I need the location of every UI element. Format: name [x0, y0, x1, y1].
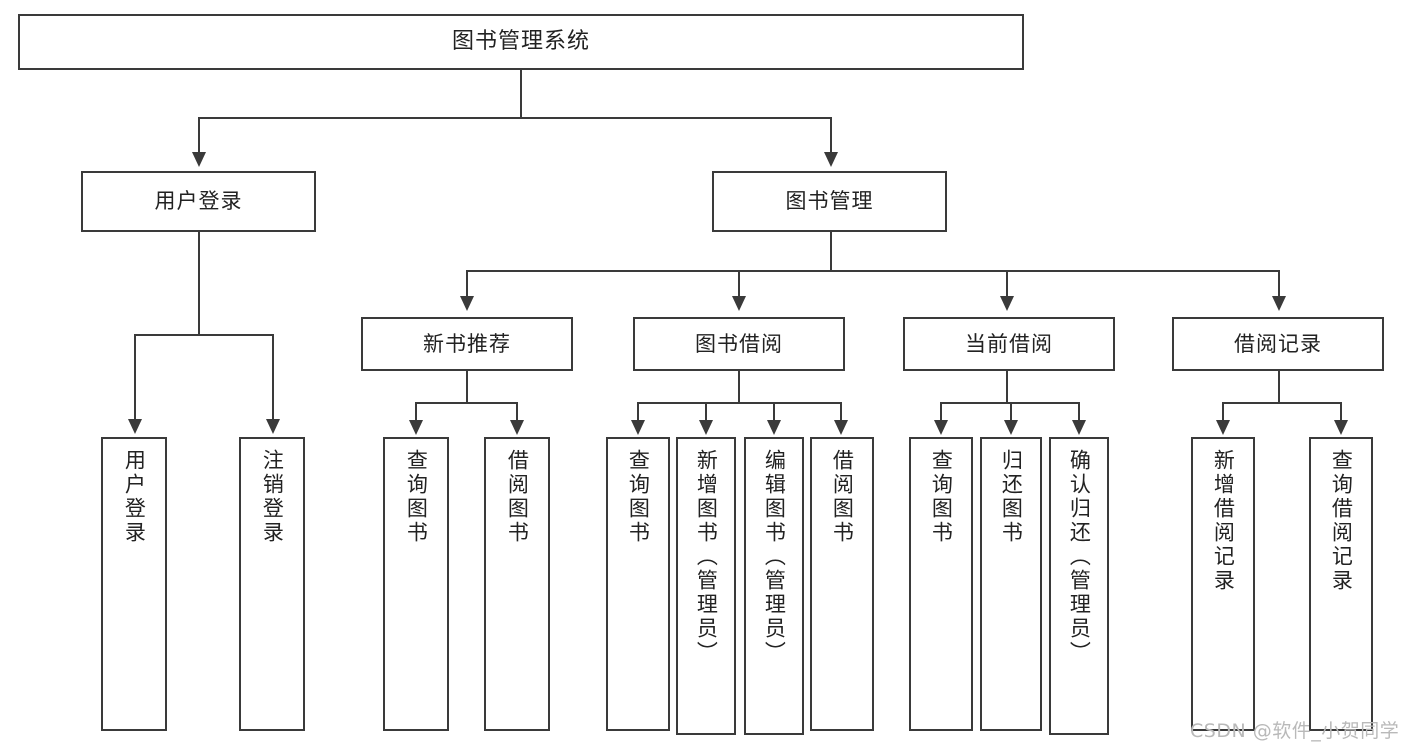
- arrow-bb-to-borrow-book: [834, 420, 848, 435]
- arrow-br-to-query-record: [1334, 420, 1348, 435]
- node-leaf-query-record[interactable]: 查询借阅记录: [1309, 437, 1373, 731]
- arrow-root-to-book-management: [824, 152, 838, 167]
- node-leaf-confirm-return-label: 确认归还（管理员）: [1067, 449, 1092, 665]
- node-book-management-label: 图书管理: [785, 189, 874, 214]
- connector-br-to-query-record: [1340, 402, 1342, 422]
- connector-nbr-to-borrow-book: [516, 402, 518, 422]
- node-leaf-confirm-return[interactable]: 确认归还（管理员）: [1049, 437, 1109, 735]
- node-leaf-logout[interactable]: 注销登录: [239, 437, 305, 731]
- connector-br-stem: [1278, 371, 1280, 404]
- node-root[interactable]: 图书管理系统: [18, 14, 1024, 70]
- arrow-nbr-to-borrow-book: [510, 420, 524, 435]
- node-leaf-query-book-1-label: 查询图书: [404, 449, 429, 545]
- arrow-bb-to-add-book: [699, 420, 713, 435]
- node-book-borrow-label: 图书借阅: [695, 331, 783, 356]
- connector-br-to-add-record: [1222, 402, 1224, 422]
- node-book-borrow[interactable]: 图书借阅: [633, 317, 845, 371]
- connector-nbr-stem: [466, 371, 468, 404]
- connector-cb-to-return-book: [1010, 402, 1012, 422]
- arrow-cb-to-query-book: [934, 420, 948, 435]
- connector-bm-to-new-book-recommend: [466, 270, 468, 298]
- arrow-user-login-to-leaf-logout: [266, 419, 280, 434]
- node-leaf-add-record-label: 新增借阅记录: [1211, 449, 1236, 593]
- connector-root-to-book-management: [830, 117, 832, 154]
- node-leaf-borrow-book-2-label: 借阅图书: [830, 449, 855, 545]
- connector-book-management-bus: [466, 270, 1280, 272]
- node-book-management[interactable]: 图书管理: [712, 171, 947, 232]
- connector-bm-to-book-borrow: [738, 270, 740, 298]
- connector-cb-to-query-book: [940, 402, 942, 422]
- arrow-bm-to-borrow-record: [1272, 296, 1286, 311]
- csdn-watermark: CSDN @软件_小贺同学: [1190, 720, 1400, 742]
- connector-nbr-bus: [415, 402, 518, 404]
- node-leaf-borrow-book-2[interactable]: 借阅图书: [810, 437, 874, 731]
- connector-bb-to-query-book: [637, 402, 639, 422]
- node-leaf-query-book-1[interactable]: 查询图书: [383, 437, 449, 731]
- arrow-nbr-to-query-book: [409, 420, 423, 435]
- node-new-book-recommend[interactable]: 新书推荐: [361, 317, 573, 371]
- node-leaf-logout-label: 注销登录: [260, 449, 285, 545]
- connector-book-management-stem: [830, 232, 832, 272]
- node-borrow-record[interactable]: 借阅记录: [1172, 317, 1384, 371]
- connector-user-login-bus: [134, 334, 273, 336]
- node-current-borrow[interactable]: 当前借阅: [903, 317, 1115, 371]
- connector-root-to-user-login: [198, 117, 200, 154]
- node-leaf-borrow-book-1[interactable]: 借阅图书: [484, 437, 550, 731]
- connector-bm-to-current-borrow: [1006, 270, 1008, 298]
- connector-root-bus: [198, 117, 832, 119]
- node-leaf-query-record-label: 查询借阅记录: [1329, 449, 1354, 593]
- connector-root-stem: [520, 70, 522, 118]
- node-new-book-recommend-label: 新书推荐: [423, 331, 511, 356]
- arrow-bm-to-new-book-recommend: [460, 296, 474, 311]
- arrow-cb-to-return-book: [1004, 420, 1018, 435]
- connector-user-login-to-leaf-logout: [272, 334, 274, 421]
- arrow-br-to-add-record: [1216, 420, 1230, 435]
- node-leaf-return-book[interactable]: 归还图书: [980, 437, 1042, 731]
- node-leaf-add-book-label: 新增图书（管理员）: [694, 449, 719, 665]
- connector-cb-stem: [1006, 371, 1008, 404]
- node-user-login-label: 用户登录: [154, 189, 243, 214]
- arrow-bm-to-current-borrow: [1000, 296, 1014, 311]
- connector-bb-to-borrow-book: [840, 402, 842, 422]
- connector-user-login-to-leaf-user-login: [134, 334, 136, 421]
- node-current-borrow-label: 当前借阅: [965, 331, 1053, 356]
- node-leaf-query-book-2[interactable]: 查询图书: [606, 437, 670, 731]
- connector-bm-to-borrow-record: [1278, 270, 1280, 298]
- node-leaf-add-book[interactable]: 新增图书（管理员）: [676, 437, 736, 735]
- node-leaf-edit-book-label: 编辑图书（管理员）: [762, 449, 787, 665]
- connector-cb-to-confirm-return: [1078, 402, 1080, 422]
- arrow-user-login-to-leaf-user-login: [128, 419, 142, 434]
- connector-bb-to-add-book: [705, 402, 707, 422]
- arrow-cb-to-confirm-return: [1072, 420, 1086, 435]
- connector-bb-bus: [637, 402, 842, 404]
- node-leaf-user-login[interactable]: 用户登录: [101, 437, 167, 731]
- connector-br-bus: [1222, 402, 1340, 404]
- node-root-label: 图书管理系统: [451, 29, 590, 55]
- node-leaf-borrow-book-1-label: 借阅图书: [505, 449, 530, 545]
- arrow-root-to-user-login: [192, 152, 206, 167]
- arrow-bm-to-book-borrow: [732, 296, 746, 311]
- node-leaf-query-book-3-label: 查询图书: [929, 449, 954, 545]
- connector-user-login-stem: [198, 232, 200, 336]
- connector-bb-to-edit-book: [773, 402, 775, 422]
- arrow-bb-to-query-book: [631, 420, 645, 435]
- node-leaf-query-book-2-label: 查询图书: [626, 449, 651, 545]
- node-user-login[interactable]: 用户登录: [81, 171, 316, 232]
- node-leaf-add-record[interactable]: 新增借阅记录: [1191, 437, 1255, 731]
- connector-nbr-to-query-book: [415, 402, 417, 422]
- connector-bb-stem: [738, 371, 740, 404]
- node-leaf-query-book-3[interactable]: 查询图书: [909, 437, 973, 731]
- arrow-bb-to-edit-book: [767, 420, 781, 435]
- node-leaf-return-book-label: 归还图书: [999, 449, 1024, 545]
- node-leaf-user-login-label: 用户登录: [122, 449, 147, 545]
- node-leaf-edit-book[interactable]: 编辑图书（管理员）: [744, 437, 804, 735]
- node-borrow-record-label: 借阅记录: [1234, 331, 1322, 356]
